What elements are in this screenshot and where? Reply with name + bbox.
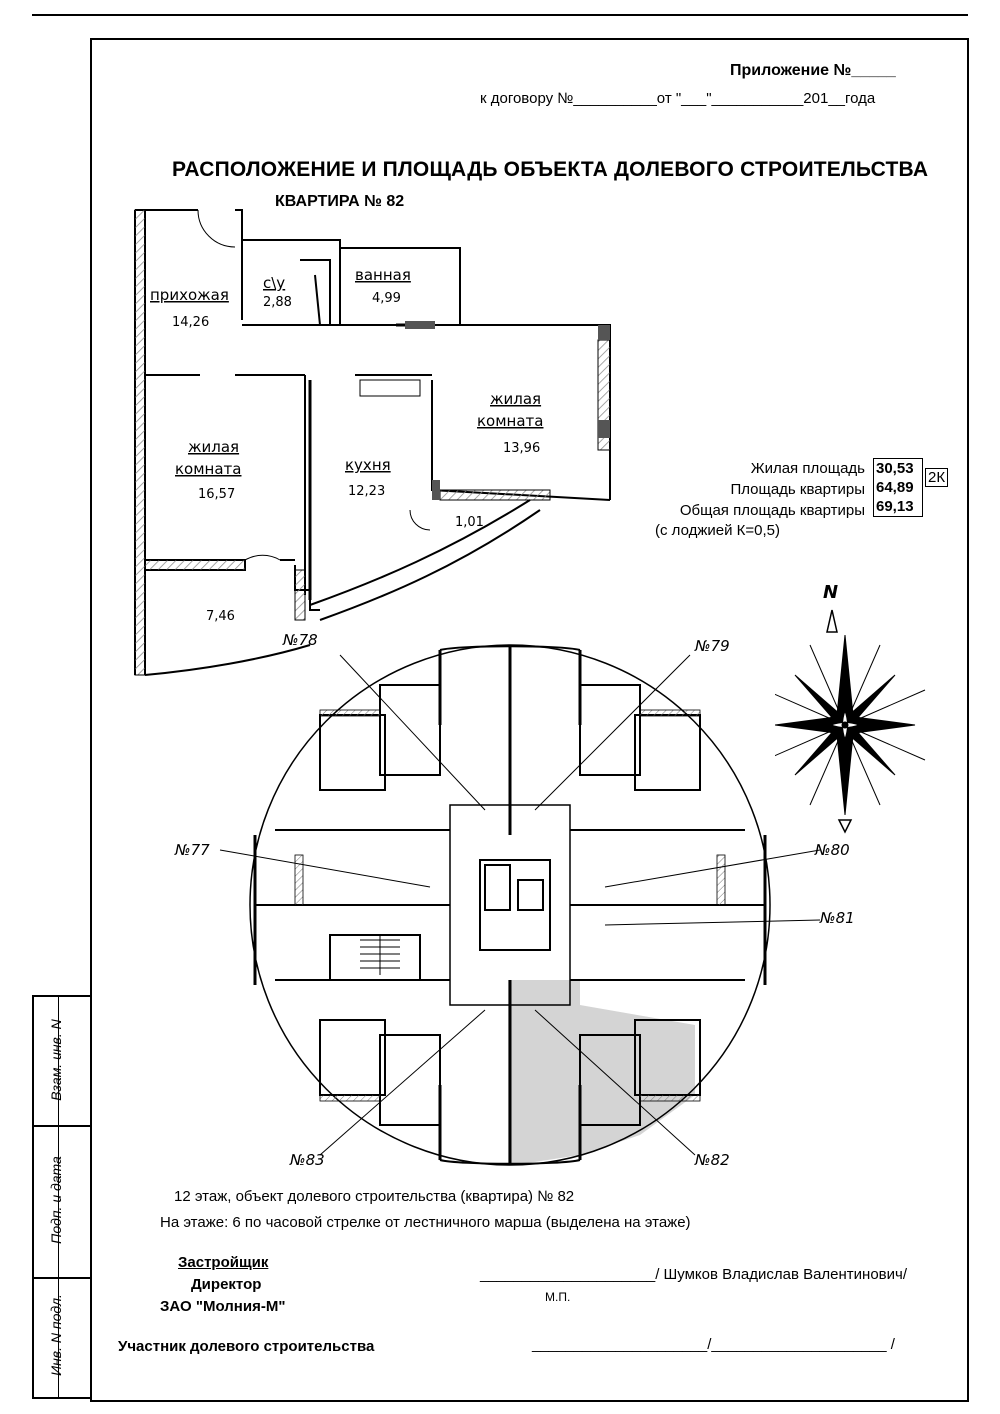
room-living2-name1: жилая (490, 390, 541, 408)
room-hall-area: 14,26 (172, 315, 209, 330)
room-living1-name2: комната (175, 460, 241, 478)
room-wc-name: с\у (263, 274, 285, 292)
floor-info-line2: На этаже: 6 по часовой стрелке от лестни… (160, 1214, 691, 1231)
total-area-label: Общая площадь квартиры (679, 502, 865, 519)
area-summary: Жилая площадь Площадь квартиры Общая пло… (620, 458, 865, 521)
living-area-label: Жилая площадь (750, 460, 865, 477)
rooms-count-badge: 2К (925, 468, 949, 487)
room-living2-area: 13,96 (503, 441, 540, 456)
area-values: 30,53 64,89 69,13 (873, 458, 923, 517)
total-area-value: 69,13 (876, 498, 914, 515)
top-rule (32, 14, 968, 16)
director-label: Директор (191, 1276, 262, 1293)
room-kitchen-name: кухня (345, 456, 391, 474)
room-living1-name1: жилая (188, 438, 239, 456)
room-kitchen-area: 12,23 (348, 484, 385, 499)
stamp-mark: М.П. (545, 1290, 571, 1304)
developer-label: Застройщик (178, 1254, 269, 1271)
company-name: ЗАО "Молния-М" (160, 1298, 286, 1315)
label-n79: №79 (694, 637, 730, 655)
label-n80: №80 (814, 841, 850, 859)
page-title: РАСПОЛОЖЕНИЕ И ПЛОЩАДЬ ОБЪЕКТА ДОЛЕВОГО … (172, 158, 929, 181)
room-living2-name2: комната (477, 412, 543, 430)
participant-label: Участник долевого строительства (118, 1338, 375, 1355)
stamp-podp: Подп. и дата (48, 1156, 64, 1244)
label-n82: №82 (694, 1151, 730, 1169)
compass-rose-icon: N (775, 582, 926, 834)
room-loggia2-area: 1,01 (455, 515, 484, 530)
floor-info-line1: 12 этаж, объект долевого строительства (… (174, 1188, 575, 1205)
label-n78: №78 (282, 631, 318, 649)
appendix-number: Приложение №_____ (730, 62, 896, 79)
room-bath-name: ванная (355, 266, 411, 284)
floor-plan: №79 №77 №80 №81 №83 №82 №78 (174, 631, 855, 1169)
label-n81: №81 (819, 909, 855, 927)
participant-signature-line: _____________________/__________________… (532, 1336, 895, 1353)
contract-line: к договору №__________от "___"__________… (480, 90, 876, 107)
room-bath-area: 4,99 (372, 291, 401, 306)
stamp-vzam: Взам. инв. N (48, 1019, 64, 1101)
stamp-inv: Инв. N подл. (48, 1294, 64, 1376)
room-wc-area: 2,88 (263, 295, 292, 310)
side-stamp: Взам. инв. N Подп. и дата Инв. N подл. (32, 995, 90, 1399)
drawing-frame (90, 38, 969, 1402)
loggia-note: (с лоджией К=0,5) (655, 522, 780, 539)
flat-area-label: Площадь квартиры (730, 481, 865, 498)
room-living1-area: 16,57 (198, 487, 235, 502)
apartment-plan: прихожая 14,26 с\у 2,88 ванная 4,99 жила… (134, 209, 611, 676)
room-hall-name: прихожая (150, 286, 229, 304)
living-area-value: 30,53 (876, 460, 914, 477)
label-n83: №83 (289, 1151, 325, 1169)
director-signature-line: _____________________/ Шумков Владислав … (480, 1266, 908, 1283)
flat-area-value: 64,89 (876, 479, 914, 496)
apartment-number: КВАРТИРА № 82 (275, 193, 405, 210)
compass-north-label: N (823, 582, 838, 603)
label-n77: №77 (174, 841, 210, 859)
room-loggia1-area: 7,46 (206, 609, 235, 624)
